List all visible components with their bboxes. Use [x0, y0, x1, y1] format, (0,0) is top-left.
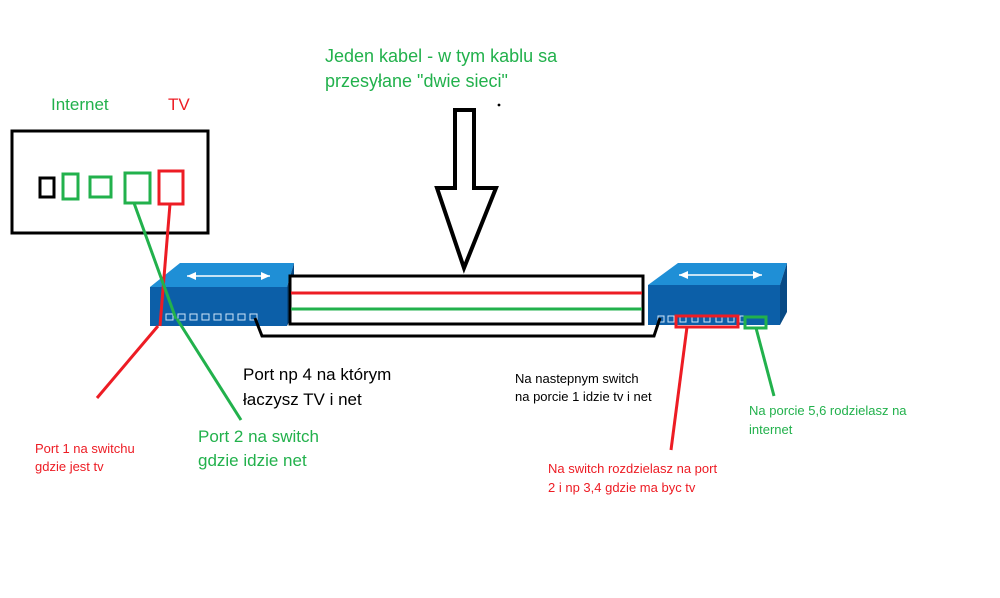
right-switch-top: [648, 263, 787, 285]
port56-label: Na porcie 5,6 rodzielasz na internet: [749, 401, 907, 439]
socket-port-tv: [157, 169, 185, 206]
port2-label-line-1: Port 2 na switch: [198, 427, 319, 446]
port4-label: Port np 4 na którym łaczysz TV i net: [243, 362, 391, 412]
cable-title: Jeden kabel - w tym kablu sa przesyłane …: [325, 44, 557, 94]
socket-port-black: [38, 176, 56, 199]
next-switch-label-line-2: na porcie 1 idzie tv i net: [515, 389, 652, 404]
right-switch-side: [780, 263, 787, 325]
port1-label-line-2: gdzie jest tv: [35, 459, 104, 474]
split-tv-label-line-2: 2 i np 3,4 gdzie ma byc tv: [548, 480, 696, 495]
left-switch: [150, 263, 294, 326]
right-switch-arrow-head-right: [753, 271, 762, 279]
port2-label-line-2: gdzie idzie net: [198, 451, 307, 470]
split-tv-label: Na switch rozdzielasz na port 2 i np 3,4…: [548, 459, 717, 497]
port4-label-line-1: Port np 4 na którym: [243, 365, 392, 384]
socket-port-internet: [123, 171, 152, 205]
left-switch-top: [150, 263, 294, 287]
port1-label: Port 1 na switchu gdzie jest tv: [35, 440, 135, 476]
port56-pointer-line: [754, 327, 776, 397]
right-switch: [648, 263, 787, 330]
wall-socket-box: [10, 129, 210, 235]
right-switch-tv-ports-highlight: [674, 314, 740, 329]
right-switch-net-ports-highlight: [743, 315, 768, 330]
down-arrow-shape: [434, 108, 499, 274]
next-switch-label: Na nastepnym switch na porcie 1 idzie tv…: [515, 370, 652, 406]
net-wire-socket-to-switch: [132, 202, 178, 320]
port56-label-line-1: Na porcie 5,6 rodzielasz na: [749, 403, 907, 418]
port4-label-line-2: łaczysz TV i net: [243, 390, 362, 409]
dot: [497, 103, 501, 107]
next-switch-label-line-1: Na nastepnym switch: [515, 371, 639, 386]
port1-pointer-line: [95, 325, 160, 399]
cable-title-line-2: przesyłane "dwie sieci": [325, 71, 508, 91]
split-tv-pointer-line: [669, 326, 689, 451]
right-switch-arrow-head-left: [679, 271, 688, 279]
port2-pointer-line: [175, 318, 243, 421]
port2-label: Port 2 na switch gdzie idzie net: [198, 425, 319, 473]
socket-port-green-2: [88, 175, 113, 199]
split-tv-label-line-1: Na switch rozdzielasz na port: [548, 461, 718, 476]
port56-label-line-2: internet: [749, 422, 793, 437]
internet-label: Internet: [51, 95, 109, 114]
port1-label-line-1: Port 1 na switchu: [35, 441, 135, 456]
tv-label: TV: [168, 95, 190, 114]
tv-wire-socket-to-switch: [158, 203, 172, 327]
trunk-cable-line: [253, 317, 662, 338]
left-switch-arrow-head-left: [187, 272, 196, 280]
socket-port-green-1: [61, 172, 80, 201]
cable-title-line-1: Jeden kabel - w tym kablu sa: [325, 46, 558, 66]
left-switch-arrow-head-right: [261, 272, 270, 280]
cable-body: [288, 274, 645, 326]
left-switch-port-row: [165, 313, 258, 321]
